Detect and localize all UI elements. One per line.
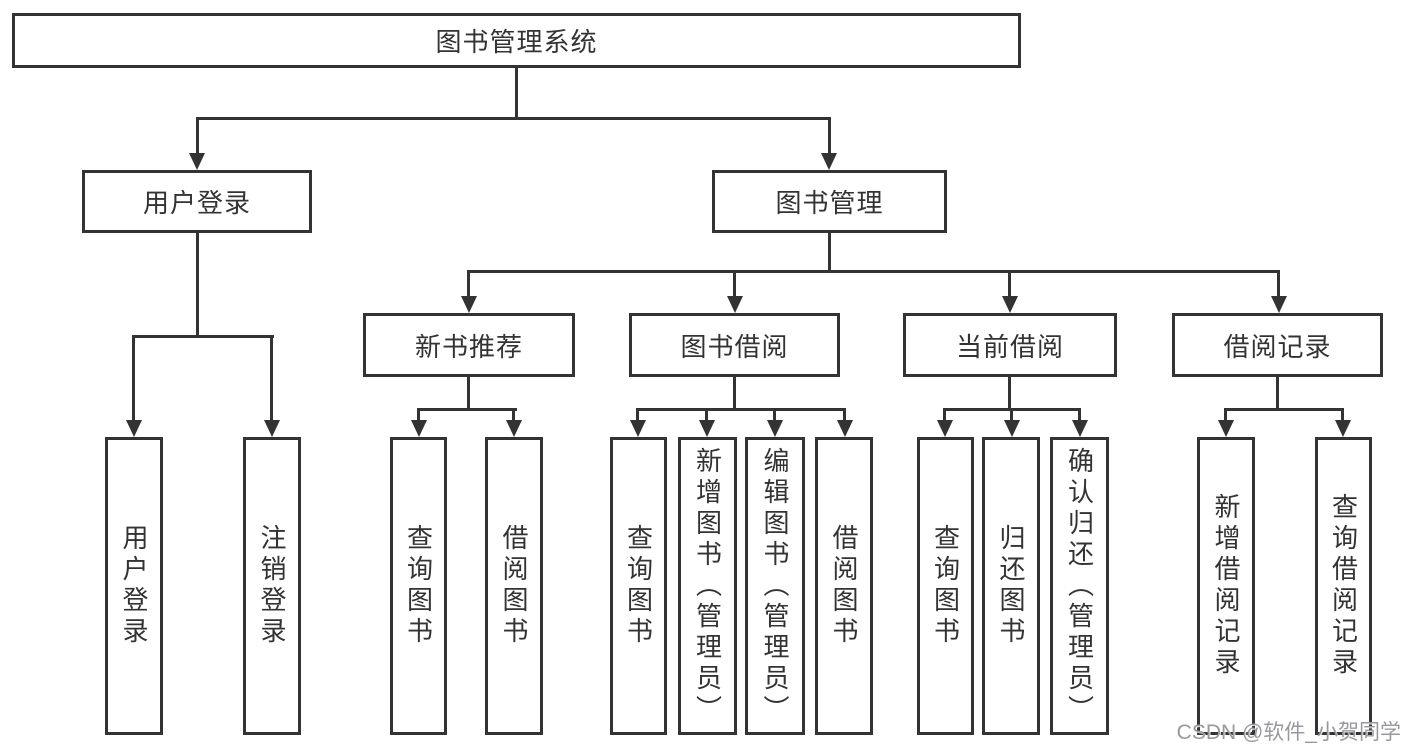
connector-line <box>1276 377 1279 411</box>
connector-line <box>1008 377 1011 411</box>
leaf-user-login: 用户登录 <box>105 437 163 735</box>
arrow-down-icon <box>1004 420 1020 437</box>
arrow-down-icon <box>699 420 715 437</box>
leaf-query-books-recommend: 查询图书 <box>390 437 447 735</box>
connector-line <box>467 270 1280 273</box>
connector-line <box>417 408 420 422</box>
leaf-label: 新增图书（管理员） <box>692 446 723 726</box>
connector-line <box>467 270 470 298</box>
leaf-query-books-borrowing: 查询图书 <box>610 437 667 735</box>
arrow-down-icon <box>189 153 205 170</box>
connector-line <box>132 335 135 421</box>
connector-line <box>196 117 831 120</box>
connector-line <box>417 408 517 411</box>
node-book-borrowing: 图书借阅 <box>629 313 840 377</box>
connector-line <box>1341 408 1344 422</box>
connector-line <box>705 408 708 422</box>
leaf-query-borrow-record: 查询借阅记录 <box>1315 437 1372 735</box>
leaf-label: 借阅图书 <box>829 524 859 648</box>
node-label: 图书管理系统 <box>435 27 598 57</box>
node-label: 当前借阅 <box>955 331 1064 362</box>
connector-line <box>196 117 199 155</box>
arrow-down-icon <box>727 296 743 313</box>
connector-line <box>270 335 273 421</box>
node-borrowing-records: 借阅记录 <box>1172 313 1383 377</box>
connector-line <box>467 377 470 411</box>
node-user-login: 用户登录 <box>82 170 312 233</box>
connector-line <box>1277 270 1280 298</box>
leaf-add-books-admin: 新增图书（管理员） <box>678 437 737 735</box>
connector-line <box>943 408 946 422</box>
watermark: CSDN @软件_小贺同学 <box>1176 721 1401 744</box>
arrow-down-icon <box>506 420 522 437</box>
connector-line <box>636 408 639 422</box>
leaf-borrow-books: 借阅图书 <box>815 437 873 735</box>
arrow-down-icon <box>630 420 646 437</box>
leaf-label: 编辑图书（管理员） <box>760 446 790 726</box>
connector-line <box>773 408 776 422</box>
leaf-return-books: 归还图书 <box>982 437 1040 735</box>
node-new-book-recommendation: 新书推荐 <box>363 313 575 377</box>
connector-line <box>1078 408 1081 422</box>
arrow-down-icon <box>1271 296 1287 313</box>
node-label: 用户登录 <box>142 188 251 218</box>
leaf-label: 查询借阅记录 <box>1328 493 1359 679</box>
connector-line <box>843 408 846 422</box>
leaf-label: 查询图书 <box>623 524 654 648</box>
connector-line <box>828 233 831 272</box>
leaf-query-books-current: 查询图书 <box>917 437 974 735</box>
connector-line <box>1010 408 1013 422</box>
leaf-borrow-books-recommend: 借阅图书 <box>485 437 543 735</box>
arrow-down-icon <box>126 420 142 437</box>
leaf-label: 用户登录 <box>119 524 149 648</box>
leaf-label: 查询图书 <box>930 524 961 648</box>
connector-line <box>1224 408 1344 411</box>
leaf-label: 查询图书 <box>403 524 434 648</box>
connector-line <box>1008 270 1011 298</box>
connector-line <box>828 117 831 155</box>
leaf-label: 确认归还（管理员） <box>1064 446 1095 726</box>
arrow-down-icon <box>1072 420 1088 437</box>
arrow-down-icon <box>837 420 853 437</box>
leaf-logout: 注销登录 <box>243 437 301 735</box>
node-book-management: 图书管理 <box>712 170 947 233</box>
arrow-down-icon <box>937 420 953 437</box>
leaf-add-borrow-record: 新增借阅记录 <box>1197 437 1255 735</box>
leaf-edit-books-admin: 编辑图书（管理员） <box>745 437 805 735</box>
connector-line <box>132 335 274 338</box>
arrow-down-icon <box>767 420 783 437</box>
node-label: 图书借阅 <box>680 331 789 362</box>
connector-line <box>1224 408 1227 422</box>
node-current-borrowing: 当前借阅 <box>903 313 1117 377</box>
leaf-label: 借阅图书 <box>499 524 529 648</box>
leaf-confirm-return-admin: 确认归还（管理员） <box>1050 437 1109 735</box>
connector-line <box>733 377 736 411</box>
arrow-down-icon <box>1218 420 1234 437</box>
arrow-down-icon <box>411 420 427 437</box>
connector-line <box>515 68 518 119</box>
node-library-management-system: 图书管理系统 <box>12 13 1021 68</box>
node-label: 借阅记录 <box>1223 331 1332 362</box>
leaf-label: 归还图书 <box>996 524 1026 648</box>
connector-line <box>196 233 199 337</box>
leaf-label: 新增借阅记录 <box>1211 493 1241 679</box>
leaf-label: 注销登录 <box>257 524 287 648</box>
arrow-down-icon <box>1335 420 1351 437</box>
connector-line <box>512 408 515 422</box>
node-label: 图书管理 <box>775 188 884 218</box>
arrow-down-icon <box>1002 296 1018 313</box>
connector-line <box>733 270 736 298</box>
arrow-down-icon <box>461 296 477 313</box>
connector-line <box>636 408 846 411</box>
arrow-down-icon <box>821 153 837 170</box>
node-label: 新书推荐 <box>414 331 523 362</box>
arrow-down-icon <box>264 420 280 437</box>
